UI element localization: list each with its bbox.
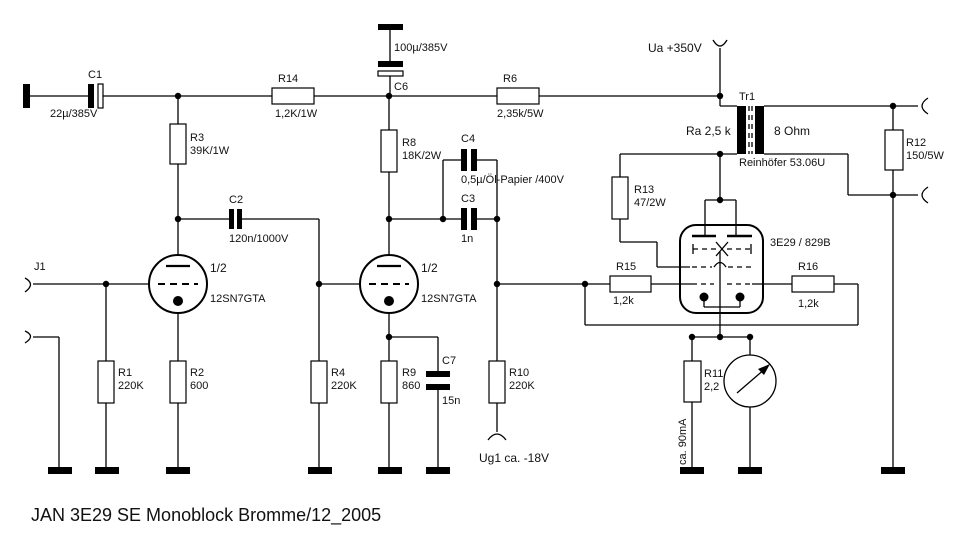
capacitor-c3: C3 1n	[461, 193, 477, 245]
resistor-r1	[97, 360, 115, 404]
schematic-title: JAN 3E29 SE Monoblock Bromme/12_2005	[31, 505, 381, 526]
r16-value: 1,2k	[798, 298, 819, 310]
r14-ref: R14	[278, 73, 298, 85]
supply-terminal-icon[interactable]	[712, 39, 728, 47]
tr1-primary: Ra 2,5 k	[686, 124, 732, 138]
r2-ref: R2	[190, 367, 204, 379]
bias-annotation: Ug1 ca. -18V	[479, 451, 549, 465]
resistor-r8	[380, 129, 398, 173]
v2-type: 12SN7GTA	[421, 293, 477, 305]
r14-value: 1,2K/1W	[275, 108, 318, 120]
r12-value: 150/5W	[906, 150, 945, 162]
capacitor-c6: 100µ/385V C6	[377, 24, 448, 96]
r6-value: 2,35k/5W	[497, 108, 544, 120]
resistor-r13	[611, 176, 629, 220]
r15-ref: R15	[616, 261, 636, 273]
resistor-r14	[271, 87, 315, 105]
tube-v1: 1/2 12SN7GTA	[148, 254, 266, 314]
r15-value: 1,2k	[613, 295, 634, 307]
c1-value: 22µ/385V	[50, 108, 98, 120]
r8-ref: R8	[402, 137, 416, 149]
c2-value: 120n/1000V	[229, 233, 289, 245]
tr1-secondary: 8 Ohm	[774, 124, 810, 138]
ground-symbol	[48, 467, 72, 474]
tr1-ref: Tr1	[739, 91, 755, 103]
tube-v2: 1/2 12SN7GTA	[359, 254, 477, 314]
tube-v3: 3E29 / 829B	[679, 196, 831, 335]
r4-value: 220K	[331, 380, 357, 392]
r11-ref: R11	[704, 368, 723, 380]
input-terminal	[23, 84, 30, 108]
jack-ground-icon[interactable]	[24, 330, 32, 344]
c3-value: 1n	[461, 233, 473, 245]
v1-type: 12SN7GTA	[210, 293, 266, 305]
r6-ref: R6	[503, 73, 517, 85]
r3-value: 39K/1W	[190, 145, 230, 157]
c2-ref: C2	[229, 194, 243, 206]
resistor-r12	[884, 129, 904, 171]
r13-ref: R13	[634, 184, 654, 196]
c7-ref: C7	[442, 355, 456, 367]
resistor-r16	[791, 275, 835, 293]
resistor-r3	[169, 123, 187, 165]
r3-ref: R3	[190, 132, 204, 144]
r12-ref: R12	[906, 137, 926, 149]
c4-ref: C4	[461, 133, 475, 145]
speaker-out-ground-icon[interactable]	[921, 186, 929, 204]
resistor-r9	[380, 360, 398, 404]
r1-value: 220K	[118, 380, 144, 392]
c6-ref: C6	[394, 81, 408, 93]
r8-value: 18K/2W	[402, 150, 442, 162]
r1-ref: R1	[118, 367, 132, 379]
v1-section: 1/2	[210, 261, 227, 275]
resistor-r10	[488, 360, 506, 404]
j1-ref: J1	[34, 261, 46, 273]
resistor-r6	[496, 87, 540, 105]
speaker-out-hot-icon[interactable]	[921, 97, 929, 115]
v2-section: 1/2	[421, 261, 438, 275]
c4-value: 0,5µ/Öl-Papier /400V	[461, 174, 565, 186]
capacitor-c4: C4 0,5µ/Öl-Papier /400V	[461, 133, 565, 186]
v3-type: 3E29 / 829B	[770, 237, 831, 249]
resistor-r4	[310, 360, 328, 404]
c1-ref: C1	[88, 69, 102, 81]
resistor-r2	[169, 360, 187, 404]
r2-value: 600	[190, 380, 208, 392]
capacitor-c7: C7 15n	[426, 355, 460, 407]
supply-annotation: Ua +350V	[648, 41, 702, 55]
ammeter-icon	[723, 354, 777, 408]
r13-value: 47/2W	[634, 197, 666, 209]
resistor-r11	[683, 360, 702, 403]
r4-ref: R4	[331, 367, 345, 379]
transformer-tr1: Tr1 Ra 2,5 k 8 Ohm Reinhöfer 53.06U	[686, 91, 825, 169]
r9-ref: R9	[402, 367, 416, 379]
r10-value: 220K	[509, 380, 535, 392]
r10-ref: R10	[509, 367, 529, 379]
r9-value: 860	[402, 380, 420, 392]
r16-ref: R16	[798, 261, 818, 273]
tr1-model: Reinhöfer 53.06U	[739, 157, 825, 169]
capacitor-c1: C1 22µ/385V	[50, 69, 104, 120]
jack-j1-icon[interactable]	[24, 277, 32, 293]
capacitor-c2: C2 120n/1000V	[229, 194, 289, 245]
r11-value: 2,2	[704, 381, 719, 393]
resistor-r15	[609, 275, 652, 293]
c3-ref: C3	[461, 193, 475, 205]
c7-value: 15n	[442, 395, 460, 407]
c6-value: 100µ/385V	[394, 42, 448, 54]
bias-terminal-icon[interactable]	[487, 433, 507, 441]
current-annotation: ca. 90mA	[677, 418, 689, 465]
